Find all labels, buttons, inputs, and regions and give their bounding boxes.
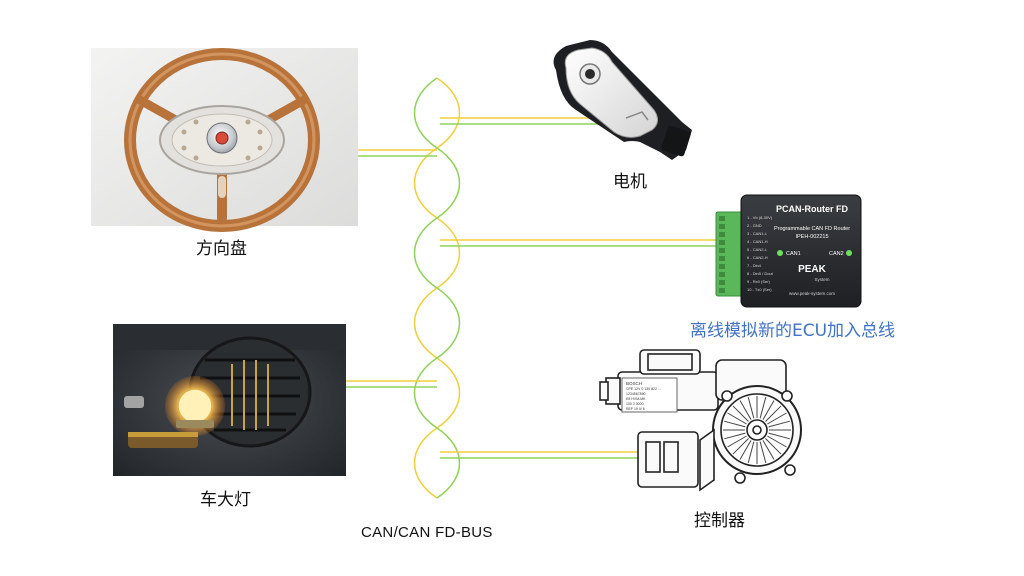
router-title: PCAN-Router FD — [776, 204, 848, 214]
router-subtitle: Programmable CAN FD Router — [774, 226, 850, 232]
gear-ray — [768, 420, 790, 428]
gear-ray — [727, 412, 747, 425]
router-pin-label: 8 - Din5 / Dout — [747, 271, 774, 276]
router-pin-label: 6 - CAN2-H — [747, 255, 768, 260]
gear-ray — [739, 440, 752, 460]
can2-label: CAN2 — [829, 251, 844, 257]
can2-led — [846, 250, 852, 256]
gear-ray — [747, 397, 755, 419]
motor-image — [553, 40, 692, 160]
peak-logo: PEAK — [798, 264, 827, 275]
sticker-line: 100 0 0000 — [626, 402, 644, 406]
gear-ray — [732, 438, 749, 455]
steering-wheel-label: 方向盘 — [196, 239, 247, 259]
bus-wire-green — [413, 77, 461, 499]
gear-ray — [724, 432, 746, 440]
gear-ray — [767, 435, 787, 448]
gear-ray — [768, 432, 790, 440]
bus-label: CAN/CAN FD-BUS — [361, 524, 493, 541]
router-pin-label: 2 - GND — [747, 223, 762, 228]
headlight-image — [113, 324, 346, 476]
sticker-line: 1234567890 — [626, 392, 646, 396]
motor-label: 电机 — [613, 172, 647, 192]
router-pin-label: 10 - Tx0 (Ser) — [747, 287, 772, 292]
gear-ray — [739, 400, 752, 420]
router-pin-label: 3 - CAN1-L — [747, 231, 768, 236]
gear-ray — [732, 405, 749, 422]
router-note: 离线模拟新的ECU加入总线 — [690, 321, 896, 341]
gear-ray — [765, 438, 782, 455]
router-pin-list: 1 - Vb (8-30V) 2 - GND 3 - CAN1-L 4 - CAN1-… — [747, 215, 774, 292]
router-pin-label: 1 - Vb (8-30V) — [747, 215, 773, 220]
gear-ray — [759, 441, 767, 463]
router-pin-label: 9 - Rx0 (Ser) — [747, 279, 771, 284]
pcan-router-image: PCAN-Router FD Programmable CAN FD Route… — [715, 194, 862, 308]
can-bus-twisted-pair — [413, 77, 461, 499]
can1-led — [777, 250, 783, 256]
router-url: www.peak-system.com — [789, 291, 835, 296]
branch-motor — [440, 117, 600, 125]
gear-ray — [727, 435, 747, 448]
controller-label: 控制器 — [694, 511, 745, 531]
steering-wheel-image — [91, 48, 358, 232]
sticker-line: REF 19 0/ 6 — [626, 407, 645, 411]
gear-ray — [747, 441, 755, 463]
gear-ray — [765, 405, 782, 422]
branch-controller — [440, 451, 640, 459]
router-pin-label: 5 - CAN2-L — [747, 247, 768, 252]
gear-ray — [767, 412, 787, 425]
can1-label: CAN1 — [786, 251, 801, 257]
gear-ray — [724, 420, 746, 428]
branch-router — [440, 239, 718, 247]
headlight-label: 车大灯 — [200, 490, 251, 510]
router-part-number: IPEH-002215 — [795, 234, 828, 240]
branch-steering-wheel — [358, 149, 437, 157]
sticker-line: CPE 12V 0 130 822 ... — [626, 387, 661, 391]
router-pin-label: 7 - Din4 — [747, 263, 762, 268]
gear-ray — [762, 400, 775, 420]
peak-logo-sub: System — [814, 277, 829, 282]
sticker-line: E8 HVM-MK — [626, 397, 646, 401]
gear-ray — [759, 397, 767, 419]
sticker-line: BOSCH — [626, 381, 642, 386]
branch-headlight — [346, 380, 437, 388]
router-pin-label: 4 - CAN1-H — [747, 239, 768, 244]
gear-ray — [762, 440, 775, 460]
